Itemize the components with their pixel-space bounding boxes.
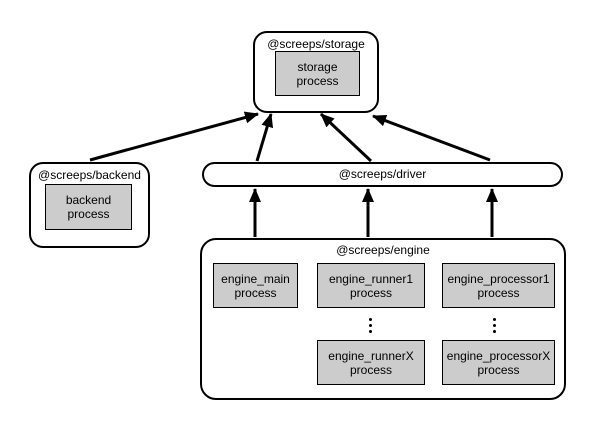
backend-process-box: backend process	[45, 184, 132, 230]
engine-node-label: @screeps/engine	[336, 243, 430, 257]
engine-processor1-process-box: engine_processor1 process	[442, 263, 555, 308]
vertical-ellipsis-icon	[368, 318, 372, 333]
driver-node-label: @screeps/driver	[338, 167, 427, 181]
vertical-ellipsis-icon	[492, 318, 496, 333]
arrow-driver-right-to-storage	[372, 114, 491, 162]
driver-node: @screeps/driver	[202, 162, 563, 187]
engine-processorX-process-box: engine_processorX process	[442, 340, 555, 385]
engine-main-process-box: engine_main process	[213, 263, 298, 308]
backend-node: @screeps/backend backend process	[29, 162, 150, 248]
storage-node-label: @screeps/storage	[267, 37, 365, 51]
arrow-driver-left-to-storage	[255, 113, 274, 162]
arrow-backend-to-storage	[89, 111, 259, 162]
storage-process-box: storage process	[275, 51, 360, 96]
engine-node: @screeps/engine engine_main process engi…	[200, 238, 566, 400]
arrow-driver-middle-to-storage	[319, 112, 373, 163]
backend-node-label: @screeps/backend	[38, 168, 141, 182]
engine-runnerX-process-box: engine_runnerX process	[317, 340, 425, 385]
engine-runner1-process-box: engine_runner1 process	[317, 263, 425, 308]
storage-node: @screeps/storage storage process	[253, 31, 379, 113]
